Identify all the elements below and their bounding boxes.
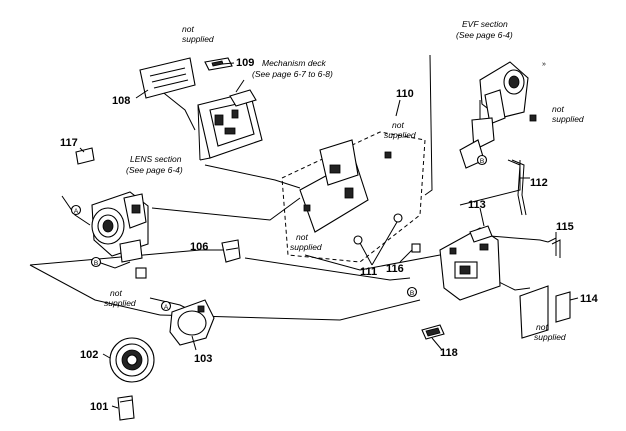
part-112-flex: [507, 159, 527, 216]
part-number-115: 115: [556, 221, 574, 233]
marker-b-evf: B: [476, 154, 488, 166]
not-supplied-note-frame: not supplied: [290, 232, 322, 252]
page-mark: »: [542, 61, 546, 68]
part-number-116: 116: [386, 263, 404, 275]
lens-section-ref: (See page 6-4): [126, 165, 183, 175]
part-number-113: 113: [468, 199, 486, 211]
part-109-plate: [204, 57, 233, 71]
part-101-cap: [117, 395, 135, 421]
svg-text:supplied: supplied: [182, 34, 214, 44]
part-number-109: 109: [236, 57, 254, 69]
svg-text:not: not: [536, 322, 548, 332]
svg-text:supplied: supplied: [534, 332, 566, 342]
part-number-111: 111: [360, 266, 377, 278]
part-number-106: 106: [190, 241, 208, 253]
evf-section-ref: (See page 6-4): [456, 30, 513, 40]
marker-b-board: B: [406, 286, 418, 298]
svg-text:A: A: [74, 208, 79, 215]
svg-text:B: B: [480, 158, 484, 165]
lens-section: [91, 191, 149, 279]
part-103-ring-assembly: [169, 299, 215, 346]
not-supplied-note-114: not supplied: [534, 322, 566, 342]
evf-section-title: EVF section: [462, 19, 508, 29]
svg-text:B: B: [94, 260, 98, 267]
svg-text:supplied: supplied: [384, 130, 416, 140]
part-number-101: 101: [90, 401, 108, 413]
svg-text:not: not: [552, 104, 564, 114]
svg-text:supplied: supplied: [290, 242, 322, 252]
mechanism-deck-title: Mechanism deck: [262, 58, 327, 68]
marker-a-lens: A: [70, 204, 82, 216]
mechanism-deck: [197, 79, 263, 161]
part-number-110: 110: [396, 88, 414, 100]
svg-text:not: not: [392, 120, 404, 130]
mechanism-deck-ref: (See page 6-7 to 6-8): [252, 69, 333, 79]
lens-section-title: LENS section: [130, 154, 182, 164]
svg-text:supplied: supplied: [552, 114, 584, 124]
part-113-board: [439, 225, 501, 301]
not-supplied-note-evf: not supplied: [552, 104, 584, 124]
part-117-sheet: [75, 147, 95, 165]
part-110-frame: [281, 131, 426, 263]
evf-section: [459, 61, 537, 169]
svg-text:not: not: [110, 288, 122, 298]
part-115-connector: [547, 237, 561, 258]
not-supplied-note-110: not supplied: [384, 120, 416, 140]
part-118-pad: [421, 324, 445, 340]
part-number-102: 102: [80, 349, 98, 361]
svg-text:B: B: [410, 290, 414, 297]
marker-b-lens: B: [90, 256, 102, 268]
not-supplied-note-lens: not supplied: [104, 288, 136, 308]
part-number-117: 117: [60, 137, 78, 149]
part-number-112: 112: [530, 177, 548, 189]
svg-text:not: not: [182, 24, 194, 34]
part-114-sheet: [519, 285, 571, 339]
part-106-bracket: [221, 239, 241, 263]
marker-a-ring: A: [160, 300, 172, 312]
part-number-103: 103: [194, 353, 212, 365]
part-108-board: [139, 57, 196, 99]
not-supplied-note-top: not supplied: [182, 24, 214, 44]
leader-lines: [79, 62, 579, 409]
wire-lines: [29, 54, 549, 321]
svg-text:supplied: supplied: [104, 298, 136, 308]
part-number-114: 114: [580, 293, 599, 305]
svg-text:A: A: [164, 304, 169, 311]
part-number-108: 108: [112, 95, 130, 107]
part-102-lens-ring: [109, 337, 155, 383]
part-116-clip: [411, 243, 421, 253]
svg-text:not: not: [296, 232, 308, 242]
part-number-118: 118: [440, 347, 458, 359]
